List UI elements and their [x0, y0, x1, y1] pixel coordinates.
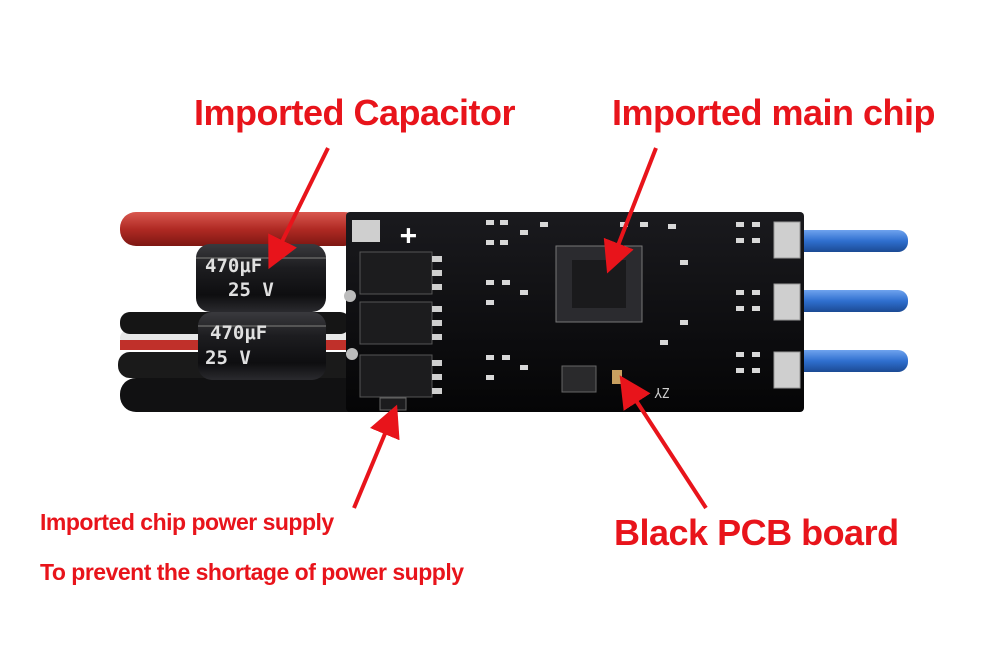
motor-pads: [773, 221, 801, 389]
plus-marking: +: [400, 218, 417, 251]
power-supply-label: Imported chip power supply: [40, 509, 334, 535]
motor-pad-a: [773, 221, 801, 259]
main-chip-label: Imported main chip: [612, 92, 936, 133]
power-pad: [352, 220, 380, 242]
capacitor-top-capacity: 470μF: [205, 255, 262, 277]
mosfet-stack: [344, 251, 442, 411]
smd-components: [486, 220, 760, 384]
arrow-pcb: [619, 375, 708, 510]
black-power-wire: [120, 378, 365, 412]
silkscreen-marking: ZY: [654, 384, 670, 399]
mosfet-2: [359, 301, 433, 345]
pcb-label: Black PCB board: [614, 512, 899, 553]
red-power-wire: [120, 212, 360, 246]
arrow-power-chip: [352, 404, 400, 509]
annotation-arrows: [268, 147, 708, 510]
capacitor-top: 470μF 25 V: [196, 244, 326, 312]
mosfet-1: [359, 251, 433, 295]
blue-wire-b: [788, 290, 908, 312]
regulator-chip: [561, 365, 597, 393]
capacitor-bottom-voltage: 25 V: [205, 347, 251, 369]
capacitor-label: Imported Capacitor: [194, 92, 516, 133]
capacitor-bottom: 470μF 25 V: [198, 312, 326, 380]
motor-pad-b: [773, 283, 801, 321]
capacitor-top-voltage: 25 V: [228, 279, 274, 301]
capacitor-bottom-capacity: 470μF: [210, 322, 267, 344]
motor-wires: [788, 230, 908, 372]
blue-wire-c: [788, 350, 908, 372]
motor-pad-c: [773, 351, 801, 389]
blue-wire-a: [788, 230, 908, 252]
arrow-main-chip: [603, 147, 658, 274]
arrow-capacitor: [268, 147, 330, 270]
main-chip: [555, 245, 643, 323]
mosfet-3: [359, 354, 433, 398]
power-supply-note: To prevent the shortage of power supply: [40, 559, 464, 585]
